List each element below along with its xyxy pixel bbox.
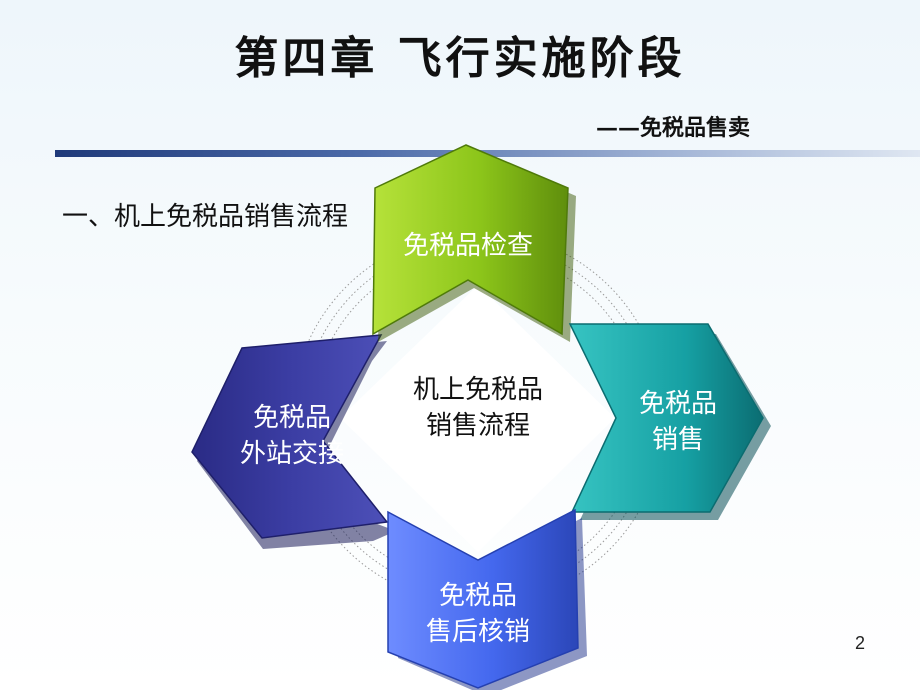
- step-handover-shape: [191, 334, 396, 549]
- slide-subtitle: ——免税品售卖: [595, 115, 750, 141]
- center-label-line1: 机上免税品: [412, 375, 543, 405]
- step-sales-label: 免税品 销售: [598, 386, 758, 458]
- step-inspection-line1: 免税品检查: [402, 231, 533, 261]
- step-inspection-shape: [372, 144, 576, 342]
- step-reconciliation-line1: 免税品: [438, 581, 517, 611]
- slide-title: 第四章 飞行实施阶段: [234, 33, 686, 84]
- center-label-line2: 销售流程: [425, 411, 530, 441]
- step-handover-line1: 免税品: [252, 403, 331, 433]
- step-handover-label: 免税品 外站交接: [212, 400, 372, 472]
- step-reconciliation-shape: [387, 508, 587, 690]
- step-reconciliation-label: 免税品 售后核销: [398, 578, 558, 650]
- center-hub: [340, 285, 615, 552]
- page-number: 2: [854, 633, 865, 653]
- step-handover-line2: 外站交接: [239, 439, 344, 469]
- section-heading: 一、机上免税品销售流程: [62, 202, 349, 232]
- step-sales-shape: [568, 323, 771, 520]
- step-sales-line2: 销售: [651, 425, 704, 455]
- step-reconciliation-line2: 售后核销: [425, 617, 530, 647]
- step-inspection-label: 免税品检查: [378, 228, 558, 264]
- center-label: 机上免税品 销售流程: [388, 372, 568, 444]
- step-sales-line1: 免税品: [638, 389, 717, 419]
